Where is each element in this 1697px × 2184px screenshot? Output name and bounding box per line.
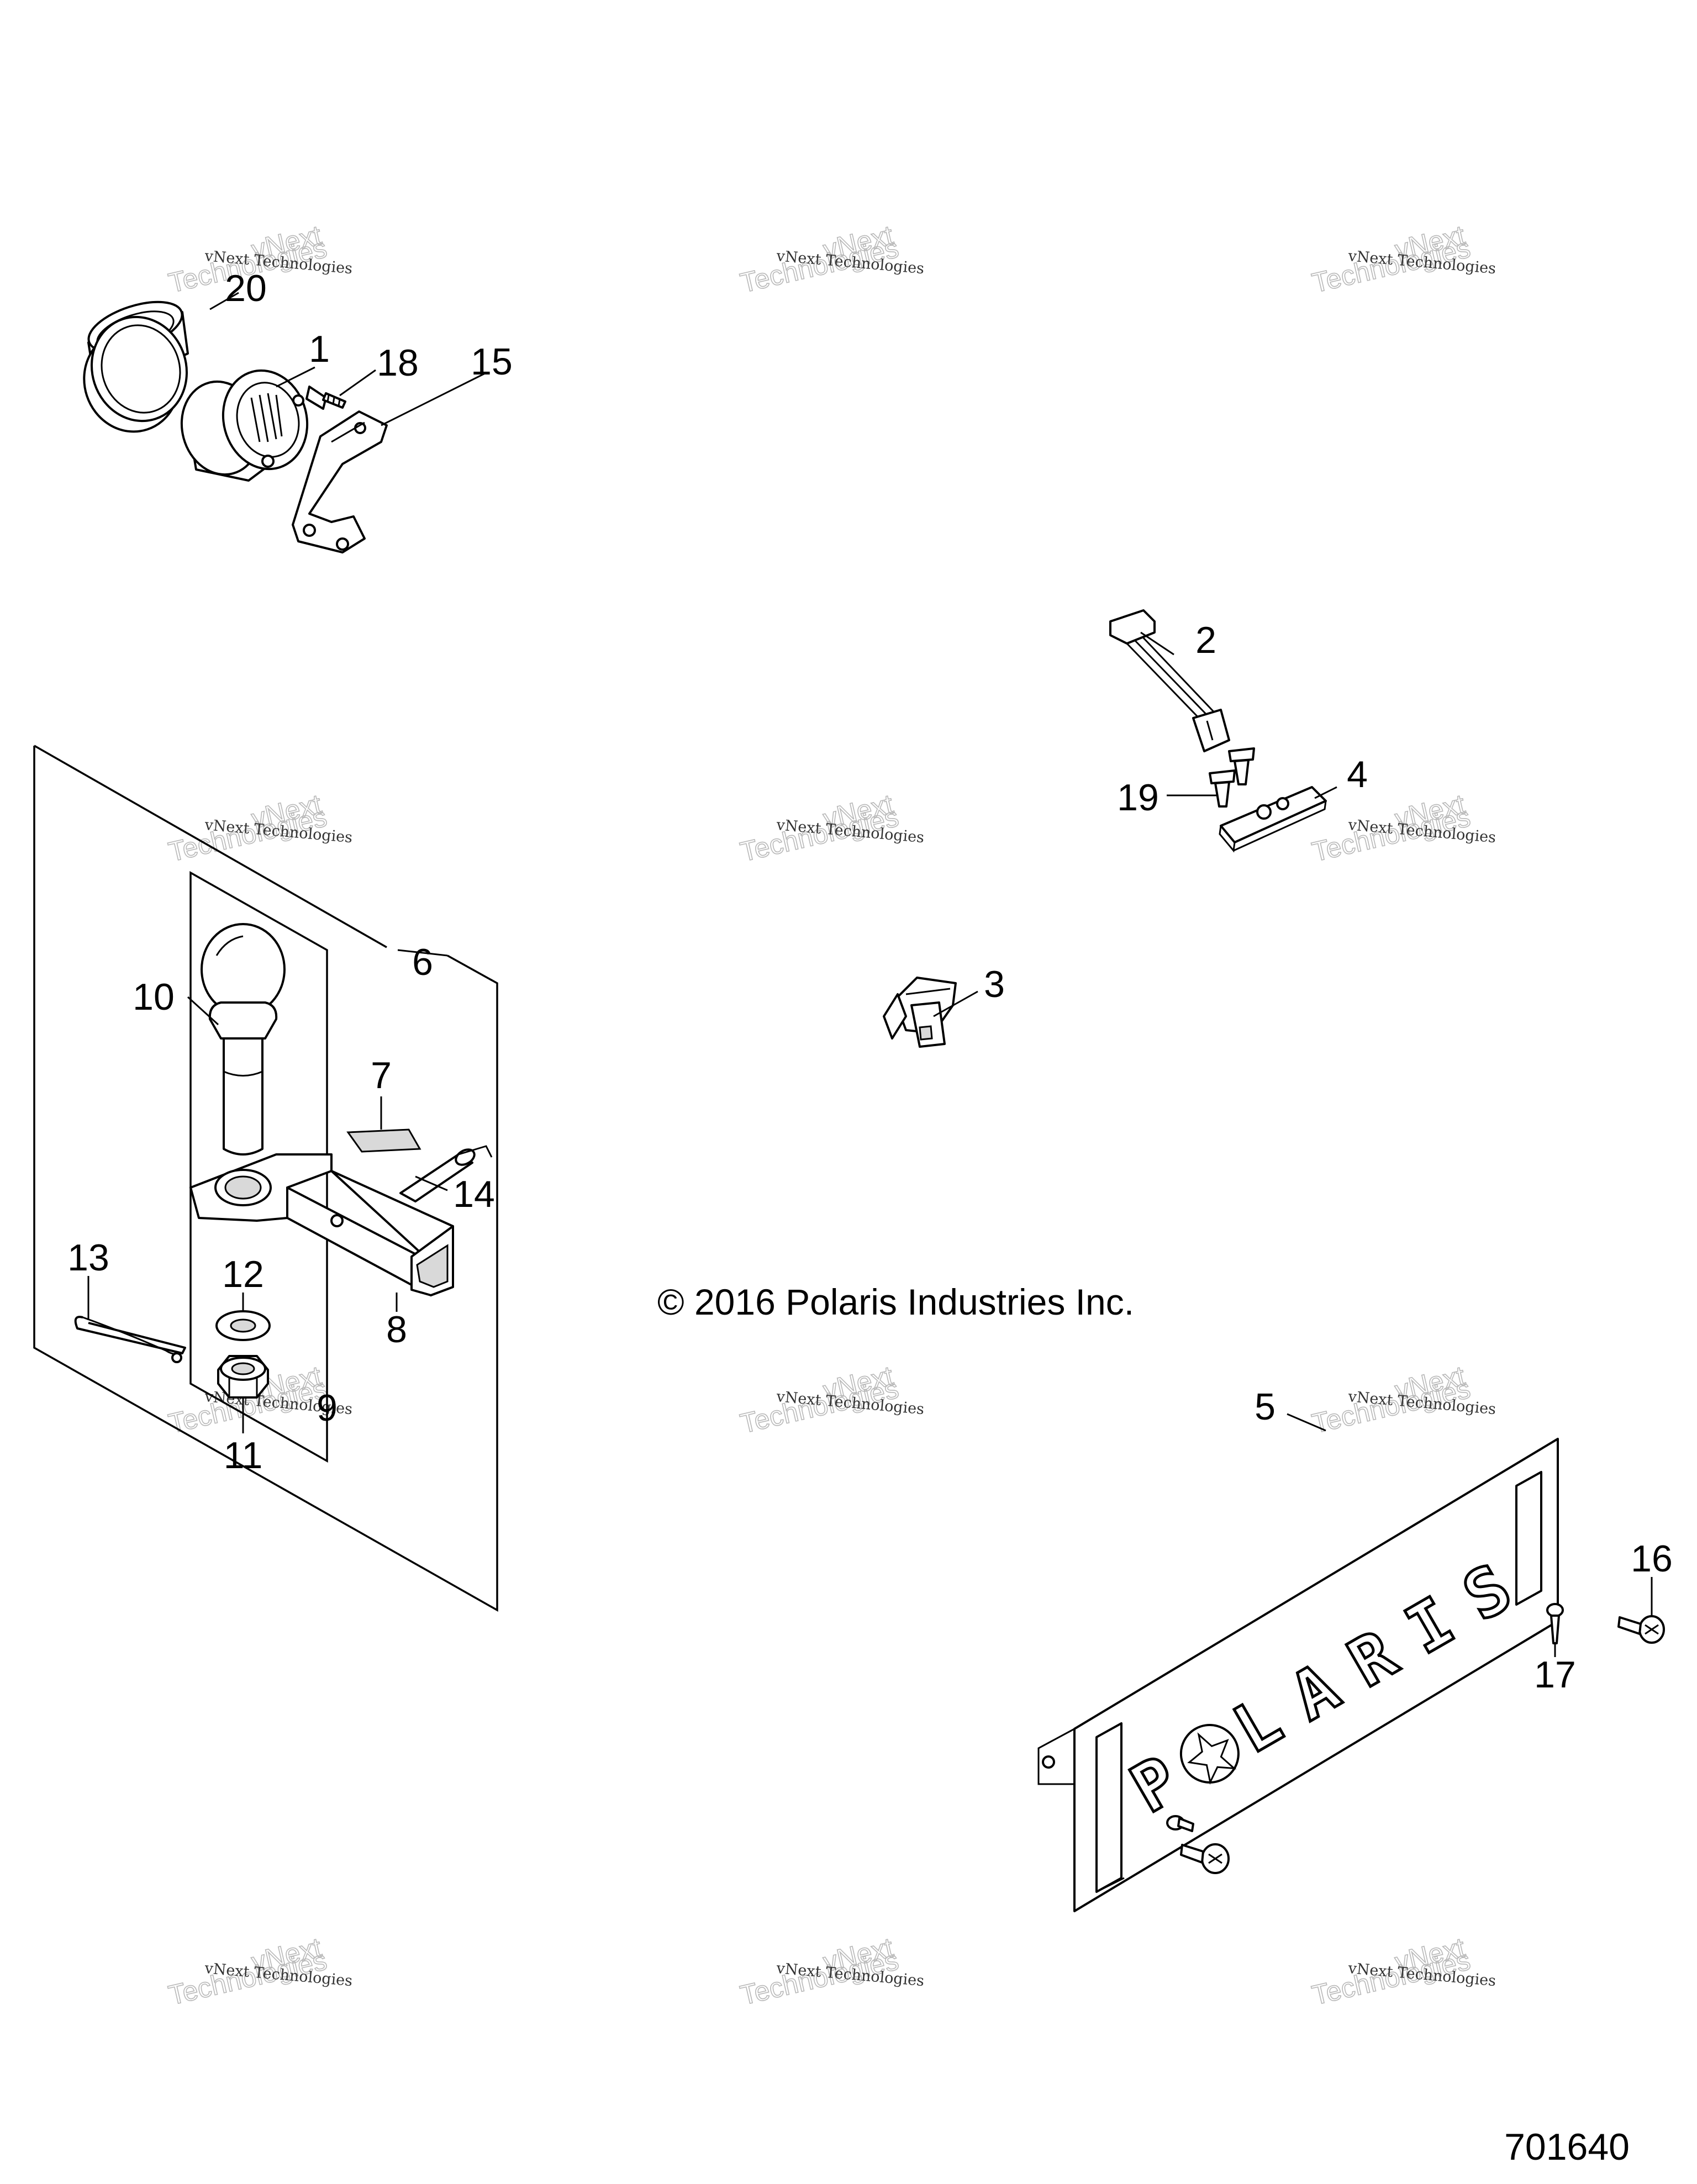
callout-17: 17	[1534, 1654, 1576, 1696]
leader-20	[209, 292, 239, 310]
part-17-screw	[1546, 1603, 1564, 1644]
part-16-screw-lower	[1180, 1843, 1230, 1874]
watermark: Technologies vNext vNext Technologies	[737, 1360, 925, 1440]
watermark: Technologies vNext vNext Technologies	[1309, 788, 1496, 868]
leader-4	[1314, 786, 1337, 799]
star-icon	[1187, 1732, 1237, 1785]
part-8-drawbar	[189, 1153, 454, 1296]
callout-18: 18	[377, 342, 419, 384]
callout-19: 19	[1117, 777, 1159, 819]
callout-3: 3	[984, 963, 1005, 1005]
watermark: Technologies vNext vNext Technologies	[737, 788, 925, 868]
watermark: Technologies vNext vNext Technologies	[737, 219, 925, 299]
leader-1	[276, 366, 315, 388]
callout-8: 8	[386, 1309, 407, 1351]
callout-1: 1	[309, 328, 330, 370]
callout-5: 5	[1255, 1386, 1276, 1428]
leader-10	[187, 996, 219, 1026]
leader-18	[339, 369, 376, 397]
part-7-decal	[346, 1128, 421, 1153]
leader-14	[415, 1175, 448, 1191]
leader-5	[1287, 1413, 1326, 1432]
part-11-nut	[217, 1355, 269, 1399]
watermark: Technologies vNext vNext Technologies	[737, 1932, 925, 2012]
callout-16: 16	[1631, 1538, 1673, 1580]
callout-10: 10	[133, 976, 175, 1018]
part-5-license-plate-bracket: P L A R I S	[1037, 1438, 1559, 1912]
part-4-mounting-plate	[1219, 786, 1327, 853]
part-13-hitch-clip	[74, 1316, 186, 1363]
leader-6	[397, 949, 448, 957]
watermark: Technologies vNext vNext Technologies	[165, 788, 353, 868]
callout-7: 7	[371, 1054, 392, 1096]
assembly-6-frame	[33, 745, 498, 1612]
callout-20: 20	[225, 267, 267, 309]
part-12-washer	[215, 1310, 271, 1341]
part-19-push-rivets	[1209, 747, 1255, 808]
callout-2: 2	[1195, 619, 1216, 661]
part-17-screw-lower	[1166, 1815, 1194, 1832]
part-14-hitch-pin	[399, 1145, 493, 1202]
part-16-screw	[1617, 1615, 1665, 1644]
callout-labels: 20 1 18 15 2 4 19 3 6 10 7 14 13 12 8 9 …	[67, 267, 1673, 1696]
leader-3	[933, 990, 978, 1017]
watermark: Technologies vNext vNext Technologies	[165, 1932, 353, 2012]
part-3-trailer-connector	[883, 977, 957, 1048]
callout-9: 9	[317, 1387, 338, 1429]
watermark: Technologies vNext vNext Technologies	[1309, 1932, 1496, 2012]
callout-14: 14	[453, 1173, 495, 1215]
leader-15	[381, 372, 487, 426]
watermark: Technologies vNext vNext Technologies	[1309, 1360, 1496, 1440]
part-20-cover	[83, 300, 189, 433]
callout-6: 6	[412, 941, 433, 983]
callout-4: 4	[1347, 753, 1368, 795]
copyright-text: © 2016 Polaris Industries Inc.	[657, 1281, 1134, 1322]
callout-13: 13	[67, 1237, 109, 1279]
part-1-receiver-housing	[180, 369, 309, 482]
document-number: 701640	[1504, 2126, 1630, 2168]
leader-2	[1140, 631, 1174, 656]
watermark: Technologies vNext vNext Technologies	[1309, 219, 1496, 299]
callout-15: 15	[471, 341, 513, 383]
part-10-hitch-ball	[201, 923, 286, 1156]
callout-12: 12	[222, 1253, 264, 1295]
callout-11: 11	[224, 1434, 263, 1476]
part-18-bolt	[305, 386, 346, 410]
part-15-bracket	[292, 410, 388, 553]
